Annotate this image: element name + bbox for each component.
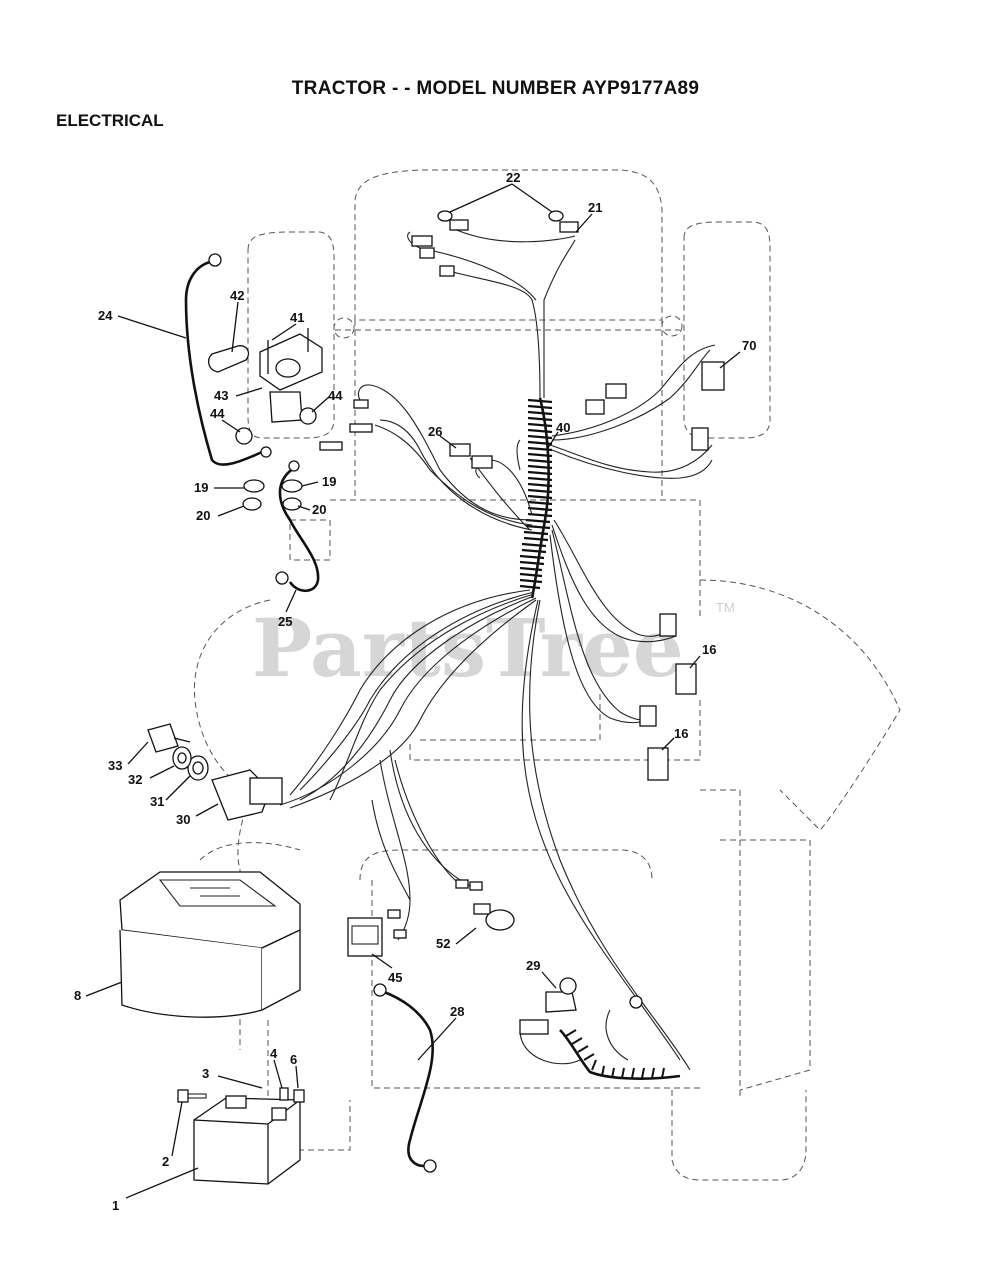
callout-70: 70 (742, 338, 756, 353)
callout-31: 31 (150, 794, 164, 809)
callout-44-right: 44 (328, 388, 343, 403)
callout-20-left: 20 (196, 508, 210, 523)
callout-30: 30 (176, 812, 190, 827)
battery-cables (184, 260, 435, 1168)
callout-43: 43 (214, 388, 228, 403)
watermark: PartsTree TM (252, 600, 735, 695)
callout-19-left: 19 (194, 480, 208, 495)
callout-52: 52 (436, 936, 450, 951)
callout-3: 3 (202, 1066, 209, 1081)
callout-42: 42 (230, 288, 244, 303)
callout-8: 8 (74, 988, 81, 1003)
callout-44-left: 44 (210, 406, 225, 421)
callout-28: 28 (450, 1004, 464, 1019)
watermark-text: PartsTree (252, 601, 684, 695)
callout-22: 22 (506, 170, 520, 185)
callout-20-right: 20 (312, 502, 326, 517)
leader-lines (85, 183, 741, 1199)
callout-24: 24 (98, 308, 113, 323)
connectors (147, 210, 725, 1185)
callout-29: 29 (526, 958, 540, 973)
callout-6: 6 (290, 1052, 297, 1067)
callout-19-right: 19 (322, 474, 336, 489)
callout-26: 26 (428, 424, 442, 439)
callout-1: 1 (112, 1198, 119, 1213)
section-heading: ELECTRICAL (56, 111, 164, 130)
callout-labels: 22 21 24 42 41 70 43 44 44 26 40 19 19 2… (74, 170, 756, 1213)
tractor-outline (193, 169, 901, 1181)
battery-tray (119, 871, 301, 1018)
callout-41: 41 (290, 310, 304, 325)
callout-4: 4 (270, 1046, 278, 1061)
ring-terminals (208, 253, 643, 1173)
callout-21: 21 (588, 200, 602, 215)
watermark-trademark: TM (716, 600, 735, 615)
callout-25: 25 (278, 614, 292, 629)
callout-16-upper: 16 (702, 642, 716, 657)
callout-16-lower: 16 (674, 726, 688, 741)
callout-2: 2 (162, 1154, 169, 1169)
ground-coil (559, 1029, 681, 1080)
callout-32: 32 (128, 772, 142, 787)
coiled-harness (519, 397, 553, 599)
page-title: TRACTOR - - MODEL NUMBER AYP9177A89 (291, 78, 700, 99)
callout-45: 45 (388, 970, 402, 985)
callout-40: 40 (556, 420, 570, 435)
callout-33: 33 (108, 758, 122, 773)
